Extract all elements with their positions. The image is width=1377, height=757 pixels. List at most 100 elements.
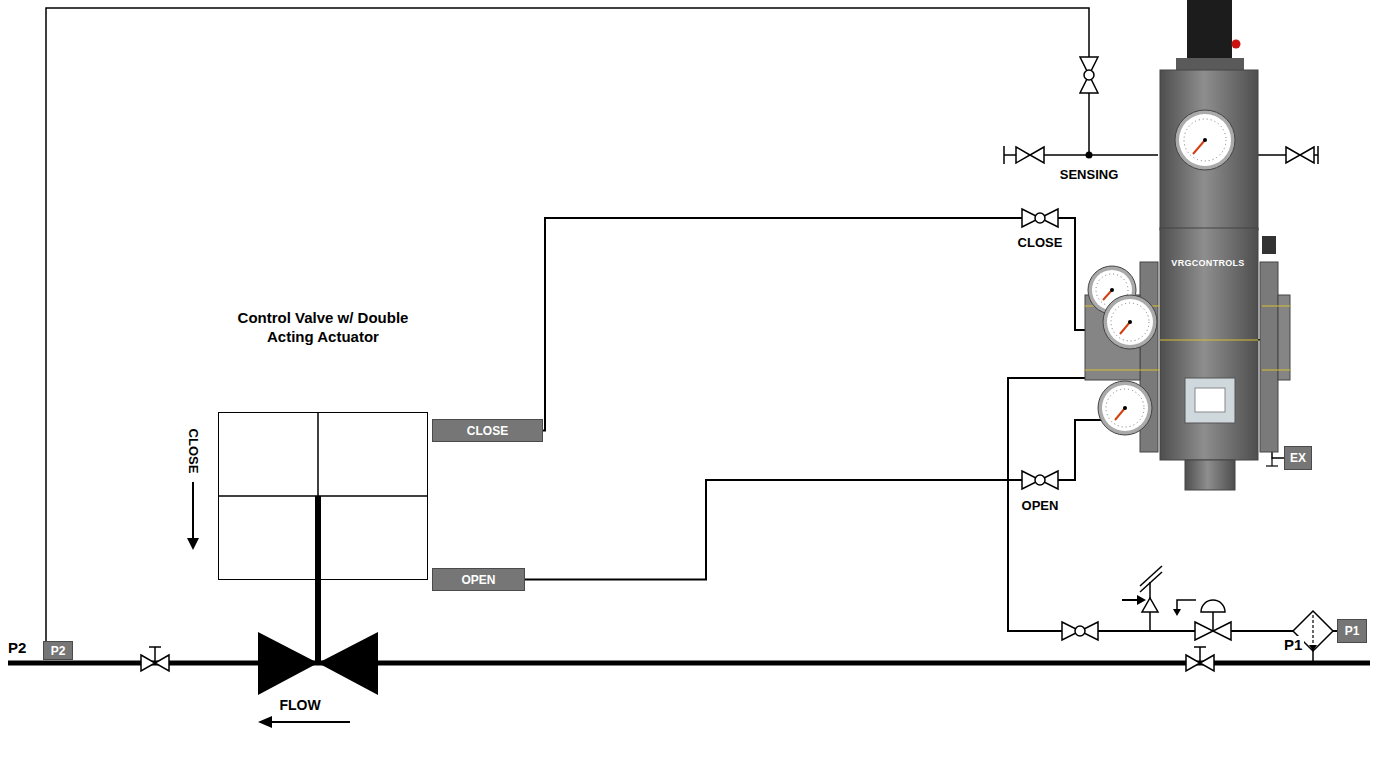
- controller-body-part: [1260, 262, 1278, 452]
- main-pipe-part: [8, 661, 1370, 666]
- supply-train-part: [1201, 600, 1225, 612]
- flow-label: FLOW: [277, 697, 322, 713]
- sensing-piping-part: [1086, 152, 1093, 159]
- control-valve-body-part: [317, 412, 319, 496]
- supply-train-part: [1177, 600, 1196, 610]
- control-valve-body-part: [258, 632, 318, 695]
- supply-train-part: [1195, 622, 1213, 640]
- pressure-gauges-part-part: [1098, 381, 1152, 435]
- exhaust-drain-part: [1271, 458, 1272, 466]
- pressure-gauges-part-part: [1203, 138, 1207, 142]
- controller-body-part: [1232, 40, 1241, 49]
- pneumatic-line: [525, 420, 1158, 580]
- supply-train-part: [1149, 612, 1151, 631]
- pressure-gauges: [1088, 110, 1235, 435]
- controller-body-part: [1160, 340, 1258, 341]
- supply-train-part: [1140, 566, 1162, 586]
- pressure-point-label: P1: [1282, 636, 1304, 653]
- sensing-piping-part: [1030, 147, 1044, 163]
- isolation-valves-part: [1186, 647, 1214, 671]
- port-tag: CLOSE: [432, 419, 543, 442]
- main-pipe: [8, 663, 1370, 664]
- controller-body-part: [1262, 306, 1290, 307]
- supply-train-part: [1062, 622, 1098, 640]
- exhaust-tag: EX: [1284, 446, 1312, 470]
- controller-body-part: [1160, 70, 1258, 230]
- pressure-tag: P2: [43, 641, 73, 660]
- sensing-piping-part: [1317, 146, 1319, 164]
- node-label: P1: [1345, 624, 1360, 638]
- pressure-gauges-part-part: [1107, 299, 1153, 345]
- pressure-gauges-part-part: [1193, 140, 1205, 154]
- controller-body-part: [1262, 236, 1276, 254]
- isolation-valves: [141, 647, 1214, 671]
- pressure-gauges-part-part: [1128, 320, 1132, 324]
- actuator-box: Control Valve w/ Double Acting Actuator: [208, 308, 438, 580]
- supply-train-part: [1173, 609, 1181, 616]
- sensing-piping-part: [1286, 147, 1300, 163]
- pneumatic-line: [543, 218, 1158, 431]
- controller-body-part: [1278, 295, 1290, 380]
- pressure-gauges-part-part: [1115, 408, 1125, 420]
- needle-valves-part: [1022, 471, 1058, 489]
- supply-train-part: [1137, 595, 1146, 605]
- pressure-gauges-part-part: [1106, 389, 1144, 427]
- pressure-gauges-part-part: [1184, 119, 1226, 161]
- close-direction-arrow-part: [187, 538, 199, 550]
- node-label: CLOSE: [467, 424, 508, 438]
- sensing-piping-part: [1300, 147, 1314, 163]
- close-direction-arrow-part: [192, 482, 194, 540]
- pressure-gauges-part-part: [1179, 114, 1231, 166]
- direction-label: CLOSE: [186, 427, 201, 476]
- pressure-gauges-part-part: [1103, 295, 1157, 349]
- supply-train-part: [1312, 651, 1314, 663]
- pressure-gauges-part-part: [1175, 110, 1235, 170]
- needle-valves-part: [1022, 209, 1058, 227]
- pressure-gauges-part-part: [1102, 385, 1148, 431]
- sensing-piping-part: [1003, 146, 1005, 164]
- node-label: P2: [51, 644, 66, 658]
- exhaust-drain-part: [1266, 465, 1278, 466]
- exhaust-drain: [1266, 458, 1278, 466]
- controller-body-part: [1195, 388, 1225, 412]
- flow-arrow: [258, 716, 350, 728]
- pressure-gauges-part-part: [1111, 303, 1149, 341]
- line-label: SENSING: [1058, 167, 1121, 182]
- line-label: OPEN: [1020, 498, 1061, 513]
- pressure-gauges-part: [1098, 381, 1152, 435]
- flow-arrow-part: [268, 721, 350, 723]
- flow-arrow-part: [258, 716, 272, 728]
- node-label: OPEN: [461, 573, 495, 587]
- pressure-gauges-part-part: [1120, 322, 1130, 334]
- node-label: EX: [1290, 451, 1306, 465]
- supply-train-part: [1312, 615, 1313, 647]
- supply-train: [1062, 566, 1333, 663]
- port-tag: OPEN: [432, 568, 525, 591]
- sensing-piping-part: [1080, 57, 1098, 93]
- pressure-gauges-part-part: [1103, 290, 1112, 300]
- line-label: CLOSE: [1016, 235, 1065, 250]
- pneumatic-line: [46, 8, 1158, 641]
- controller-body: [1085, 0, 1290, 490]
- controller-body-part: [1185, 460, 1235, 490]
- pressure-gauges-part-part: [1110, 288, 1114, 292]
- controller-body-part: [1085, 370, 1160, 371]
- needle-valves: [1022, 209, 1058, 489]
- supply-train-part: [1149, 582, 1151, 598]
- control-valve-body-part: [318, 632, 378, 695]
- pressure-gauges-part-part: [1123, 406, 1127, 410]
- control-valve-body: [218, 412, 428, 695]
- pressure-gauges-part: [1103, 295, 1157, 349]
- supply-train-part: [1309, 645, 1317, 651]
- node-label: VRGCONTROLS: [1158, 258, 1258, 268]
- isolation-valves-part: [141, 647, 169, 671]
- controller-body-part: [1187, 0, 1232, 62]
- close-direction-arrow: [187, 482, 199, 550]
- pressure-tag: P1: [1337, 619, 1367, 643]
- sensing-piping-part: [1016, 147, 1030, 163]
- controller-body: VRGCONTROLS: [1158, 22, 1258, 465]
